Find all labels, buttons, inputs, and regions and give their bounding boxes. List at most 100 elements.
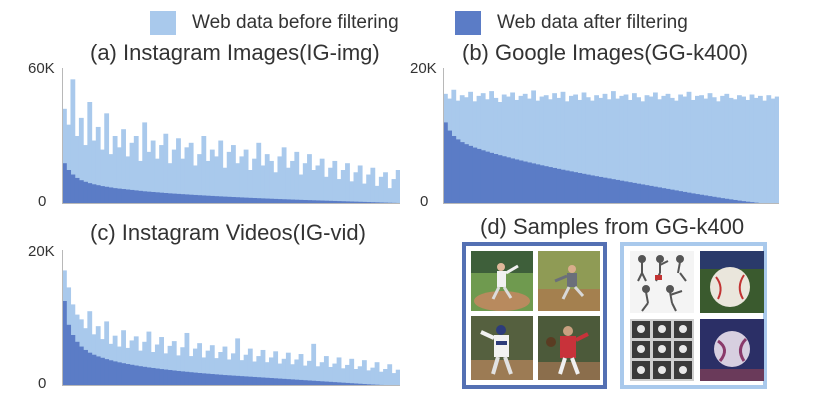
bar-before-b-43 [623,94,629,204]
bar-before-a-53 [285,167,291,204]
bar-after-b-49 [648,185,654,204]
chart-a-svg [62,68,400,204]
bar-before-a-2 [70,79,76,204]
bar-after-c-41 [235,375,241,386]
bar-before-b-75 [758,95,763,204]
bar-before-c-71 [361,360,367,386]
bar-after-b-58 [686,192,692,204]
legend-item-after: Web data after filtering [455,8,688,38]
bar-before-c-29 [184,332,190,386]
bar-before-c-23 [159,337,164,386]
bar-before-a-10 [104,113,110,204]
bar-before-a-37 [218,140,224,204]
bar-before-c-48 [264,362,270,386]
bar-after-a-37 [218,196,224,204]
bar-after-c-35 [209,374,215,386]
bar-after-c-14 [121,363,126,386]
bar-before-a-8 [95,126,101,204]
series-after-a [62,163,400,204]
bar-after-c-23 [159,369,164,386]
bar-after-c-9 [100,357,105,386]
bar-before-b-30 [569,95,574,204]
bar-before-a-24 [163,133,169,204]
bar-before-c-34 [205,350,211,386]
bar-after-a-46 [256,198,262,204]
bar-after-c-63 [328,381,333,386]
legend: Web data before filtering Web data after… [0,8,819,38]
bar-before-a-29 [184,147,190,204]
bar-after-b-1 [447,130,452,204]
bar-before-b-63 [707,93,713,204]
bar-before-b-16 [510,92,515,204]
bar-after-b-40 [611,179,616,204]
bar-after-c-25 [167,370,173,386]
bar-after-c-2 [70,335,76,386]
bar-before-b-48 [644,95,650,204]
bar-after-a-59 [311,200,317,204]
thumb-hand-grip-grid [630,319,694,381]
bar-before-a-22 [154,158,160,204]
bar-after-a-13 [116,188,122,204]
bar-after-a-69 [353,201,359,204]
thumb-pitcher-throwing [538,251,600,311]
bar-after-c-49 [269,378,274,386]
bar-before-c-44 [247,348,253,386]
bar-before-a-16 [129,142,135,204]
bar-after-a-38 [222,196,228,204]
bar-before-a-30 [188,142,194,204]
bar-after-a-15 [125,189,131,204]
bar-after-a-2 [70,174,76,204]
bar-before-c-22 [154,344,160,386]
bar-after-a-48 [264,198,270,204]
bar-after-a-34 [205,195,211,204]
bar-after-b-10 [485,151,490,204]
bar-after-a-39 [226,196,232,204]
bar-after-a-24 [163,193,169,204]
bar-before-b-59 [690,99,696,204]
bar-before-b-15 [506,96,511,204]
bar-before-a-31 [192,165,198,204]
bar-before-c-10 [104,321,110,386]
bar-after-b-17 [514,159,520,204]
chart-b [443,68,779,204]
bar-after-c-61 [319,381,325,386]
bar-before-a-59 [311,170,317,204]
bar-after-b-0 [443,122,448,204]
bar-after-a-9 [100,186,105,204]
bar-before-b-50 [653,92,658,204]
bar-after-c-4 [78,346,84,386]
chart-b-svg [443,68,779,204]
bar-after-a-12 [112,188,118,204]
bar-after-a-10 [104,186,110,204]
bar-before-b-70 [737,95,742,204]
bar-before-a-54 [290,160,295,204]
bar-after-c-8 [95,356,101,386]
bar-after-b-26 [552,167,557,204]
bar-after-c-67 [345,382,350,386]
bar-before-a-32 [197,154,203,204]
bar-after-a-30 [188,194,194,204]
ytick-a-max: 60K [28,60,55,77]
bar-after-c-53 [285,379,291,386]
bar-before-b-78 [770,98,776,204]
bar-after-a-44 [247,197,253,204]
bar-before-c-73 [370,367,376,386]
bar-before-a-62 [323,176,329,204]
axis-frame-c [62,250,400,386]
bar-before-b-77 [766,95,772,204]
bar-after-b-34 [585,174,591,204]
bar-before-c-45 [252,361,257,386]
bar-before-a-7 [91,140,97,204]
bar-before-b-27 [556,97,562,204]
bar-before-a-44 [247,170,253,204]
bar-before-b-54 [669,97,675,204]
bar-after-a-32 [197,195,203,204]
bar-after-b-2 [451,136,457,204]
bar-before-b-76 [762,100,767,204]
bar-after-a-1 [66,170,72,204]
bar-before-b-56 [678,94,683,204]
bar-after-b-45 [632,182,637,204]
bar-after-a-28 [180,194,186,204]
bar-before-b-72 [745,99,751,204]
bar-after-b-60 [695,194,700,204]
